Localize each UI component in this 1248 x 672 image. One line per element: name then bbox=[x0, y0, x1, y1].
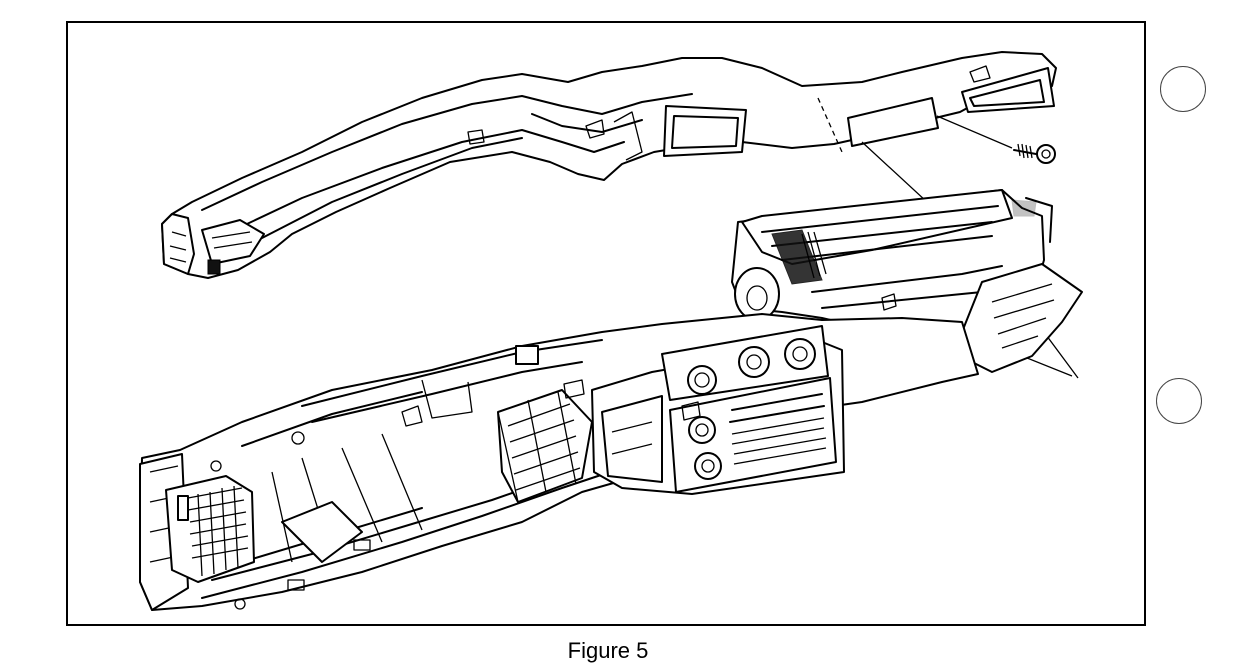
binder-hole-bottom bbox=[1156, 378, 1202, 424]
upper-air-duct bbox=[161, 51, 1057, 279]
blower-housing bbox=[731, 189, 1083, 373]
screw bbox=[936, 115, 1056, 164]
exploded-view-drawing bbox=[139, 51, 1083, 611]
figure-caption: Figure 5 bbox=[567, 638, 649, 663]
instrument-panel-carrier bbox=[139, 313, 979, 611]
figure-frame bbox=[66, 21, 1146, 626]
hvac-control-head bbox=[591, 325, 845, 495]
binder-hole-top bbox=[1160, 66, 1206, 112]
fuse-block bbox=[165, 475, 255, 583]
